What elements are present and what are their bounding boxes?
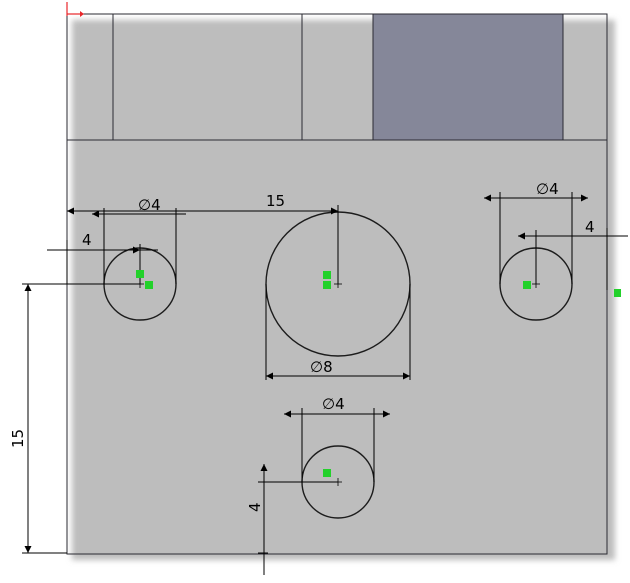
dim-right-x-label[interactable]: 4 xyxy=(585,218,595,236)
sketch-relation-icon[interactable] xyxy=(136,270,621,477)
dim-15-horizontal-label[interactable]: 15 xyxy=(266,192,285,210)
dim-left-x-label[interactable]: 4 xyxy=(82,231,92,249)
dim-15-vertical-label[interactable]: 15 xyxy=(9,429,27,448)
part-face-top-recess[interactable] xyxy=(373,14,563,140)
dim-center-diameter-label[interactable]: ∅8 xyxy=(310,358,333,376)
origin-axis-icon xyxy=(66,2,84,17)
dim-bottom-y-label[interactable]: 4 xyxy=(246,502,264,512)
dim-bottom-diameter-label[interactable]: ∅4 xyxy=(322,395,345,413)
dim-right-diameter-label[interactable]: ∅4 xyxy=(536,180,559,198)
